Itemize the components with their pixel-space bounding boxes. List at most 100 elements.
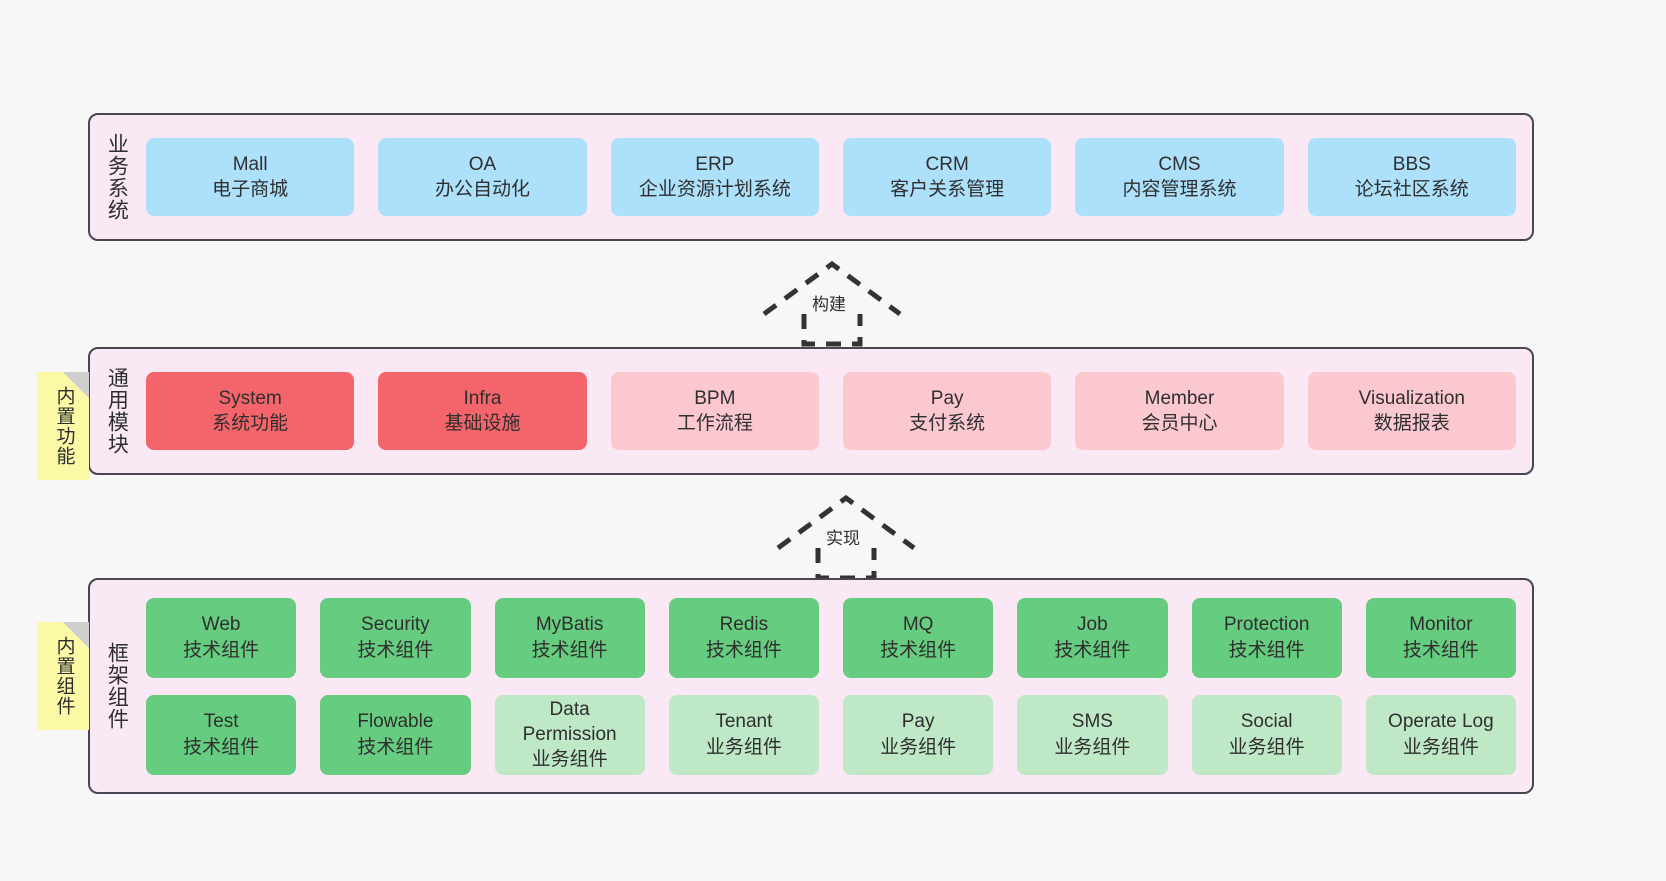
card-title: Visualization xyxy=(1358,387,1465,409)
sticky-note-builtin-features: 内置功能 xyxy=(37,372,89,480)
card-subtitle: 内容管理系统 xyxy=(1122,179,1237,200)
card-title: Tenant xyxy=(715,711,773,733)
card-visualization[interactable]: Visualization 数据报表 xyxy=(1307,372,1516,450)
card-subtitle: 技术组件 xyxy=(1228,639,1305,661)
card-title: Protection xyxy=(1223,614,1310,636)
card-title: Pay xyxy=(901,711,935,733)
card-oa[interactable]: OA 办公自动化 xyxy=(378,138,587,216)
card-infra[interactable]: Infra 基础设施 xyxy=(378,372,587,450)
card-subtitle: 业务组件 xyxy=(880,736,957,758)
card-subtitle: 数据报表 xyxy=(1373,413,1450,434)
card-title: Data Permission xyxy=(522,698,617,745)
card-subtitle: 会员中心 xyxy=(1141,413,1218,434)
card-title: CRM xyxy=(925,153,969,175)
card-subtitle: 工作流程 xyxy=(676,413,753,434)
card-title: System xyxy=(218,387,282,409)
card-subtitle: 论坛社区系统 xyxy=(1354,179,1469,200)
card-title: Web xyxy=(201,614,241,636)
card-erp[interactable]: ERP 企业资源计划系统 xyxy=(610,138,819,216)
card-subtitle: 技术组件 xyxy=(531,639,608,661)
arrow-label-build: 构建 xyxy=(812,295,846,314)
layer-framework-components: 框架组件 Web 技术组件 Security 技术组件 MyBatis 技术组件… xyxy=(88,578,1534,794)
card-mq[interactable]: MQ 技术组件 xyxy=(843,597,994,678)
card-test[interactable]: Test 技术组件 xyxy=(146,694,297,775)
card-subtitle: 技术组件 xyxy=(705,639,782,661)
card-title: BPM xyxy=(694,387,736,409)
card-subtitle: 技术组件 xyxy=(1402,639,1479,661)
card-flowable[interactable]: Flowable 技术组件 xyxy=(320,694,471,775)
card-monitor[interactable]: Monitor 技术组件 xyxy=(1365,597,1516,678)
card-social[interactable]: Social 业务组件 xyxy=(1191,694,1342,775)
arrow-label-implement: 实现 xyxy=(826,529,860,548)
card-operate-log[interactable]: Operate Log 业务组件 xyxy=(1365,694,1516,775)
card-title: OA xyxy=(468,153,497,175)
card-subtitle: 技术组件 xyxy=(183,639,260,661)
layer-title-common-modules: 通用模块 xyxy=(105,367,129,455)
layer-body-framework-components: Web 技术组件 Security 技术组件 MyBatis 技术组件 Redi… xyxy=(142,580,1532,792)
card-subtitle: 基础设施 xyxy=(444,413,521,434)
card-web[interactable]: Web 技术组件 xyxy=(146,597,297,678)
card-subtitle: 客户关系管理 xyxy=(890,179,1005,200)
card-subtitle: 企业资源计划系统 xyxy=(638,179,791,200)
card-subtitle: 业务组件 xyxy=(1054,736,1131,758)
card-crm[interactable]: CRM 客户关系管理 xyxy=(842,138,1052,216)
card-pay[interactable]: Pay 支付系统 xyxy=(842,372,1052,450)
card-title: Redis xyxy=(719,614,769,636)
sticky-note-builtin-components: 内置组件 xyxy=(37,622,89,730)
card-subtitle: 电子商城 xyxy=(212,179,289,200)
folded-corner-icon xyxy=(63,622,89,648)
card-subtitle: 系统功能 xyxy=(212,413,289,434)
card-member[interactable]: Member 会员中心 xyxy=(1075,372,1284,450)
layer-title-business-systems: 业务系统 xyxy=(105,133,129,221)
folded-corner-icon xyxy=(63,372,89,398)
layer-row: Web 技术组件 Security 技术组件 MyBatis 技术组件 Redi… xyxy=(146,597,1516,678)
card-redis[interactable]: Redis 技术组件 xyxy=(668,597,819,678)
card-subtitle: 业务组件 xyxy=(705,736,782,758)
card-title: ERP xyxy=(695,153,735,175)
card-subtitle: 技术组件 xyxy=(357,736,434,758)
card-subtitle: 技术组件 xyxy=(357,639,434,661)
layer-body-common-modules: System 系统功能 Infra 基础设施 BPM 工作流程 Pay 支付系统… xyxy=(142,349,1532,473)
card-subtitle: 支付系统 xyxy=(909,413,986,434)
card-mall[interactable]: Mall 电子商城 xyxy=(146,138,355,216)
card-title: Member xyxy=(1144,387,1215,409)
card-security[interactable]: Security 技术组件 xyxy=(320,597,471,678)
card-title: MyBatis xyxy=(535,614,604,636)
sticky-note-label: 内置功能 xyxy=(53,386,75,466)
card-bpm[interactable]: BPM 工作流程 xyxy=(610,372,819,450)
layer-common-modules: 通用模块 System 系统功能 Infra 基础设施 BPM 工作流程 Pay… xyxy=(88,347,1534,475)
card-cms[interactable]: CMS 内容管理系统 xyxy=(1075,138,1284,216)
layer-business-systems: 业务系统 Mall 电子商城 OA 办公自动化 ERP 企业资源计划系统 CRM… xyxy=(88,113,1534,241)
layer-title-framework-components: 框架组件 xyxy=(105,642,129,730)
layer-row: Test 技术组件 Flowable 技术组件 Data Permission … xyxy=(146,694,1516,775)
card-title: SMS xyxy=(1071,711,1113,733)
card-data-permission[interactable]: Data Permission 业务组件 xyxy=(494,694,645,775)
card-title: Social xyxy=(1240,711,1293,733)
card-tenant[interactable]: Tenant 业务组件 xyxy=(668,694,819,775)
card-title: Pay xyxy=(930,387,964,409)
card-title: Infra xyxy=(463,387,502,409)
card-title: Flowable xyxy=(357,711,434,733)
card-subtitle: 办公自动化 xyxy=(434,179,530,200)
card-system[interactable]: System 系统功能 xyxy=(146,372,355,450)
card-title: Operate Log xyxy=(1388,711,1494,733)
layer-row: Mall 电子商城 OA 办公自动化 ERP 企业资源计划系统 CRM 客户关系… xyxy=(146,138,1516,216)
card-subtitle: 业务组件 xyxy=(1228,736,1305,758)
card-title: BBS xyxy=(1392,153,1431,175)
card-job[interactable]: Job 技术组件 xyxy=(1017,597,1168,678)
layer-body-business-systems: Mall 电子商城 OA 办公自动化 ERP 企业资源计划系统 CRM 客户关系… xyxy=(142,115,1532,239)
card-title: MQ xyxy=(902,614,934,636)
card-mybatis[interactable]: MyBatis 技术组件 xyxy=(494,597,645,678)
card-title: Test xyxy=(203,711,239,733)
card-pay-component[interactable]: Pay 业务组件 xyxy=(843,694,994,775)
layer-row: System 系统功能 Infra 基础设施 BPM 工作流程 Pay 支付系统… xyxy=(146,372,1516,450)
card-subtitle: 业务组件 xyxy=(1402,736,1479,758)
card-subtitle: 业务组件 xyxy=(531,749,608,771)
card-sms[interactable]: SMS 业务组件 xyxy=(1017,694,1168,775)
card-protection[interactable]: Protection 技术组件 xyxy=(1191,597,1342,678)
card-title: Security xyxy=(361,614,430,636)
card-title: Job xyxy=(1077,614,1108,636)
card-bbs[interactable]: BBS 论坛社区系统 xyxy=(1307,138,1516,216)
card-title: CMS xyxy=(1158,153,1201,175)
